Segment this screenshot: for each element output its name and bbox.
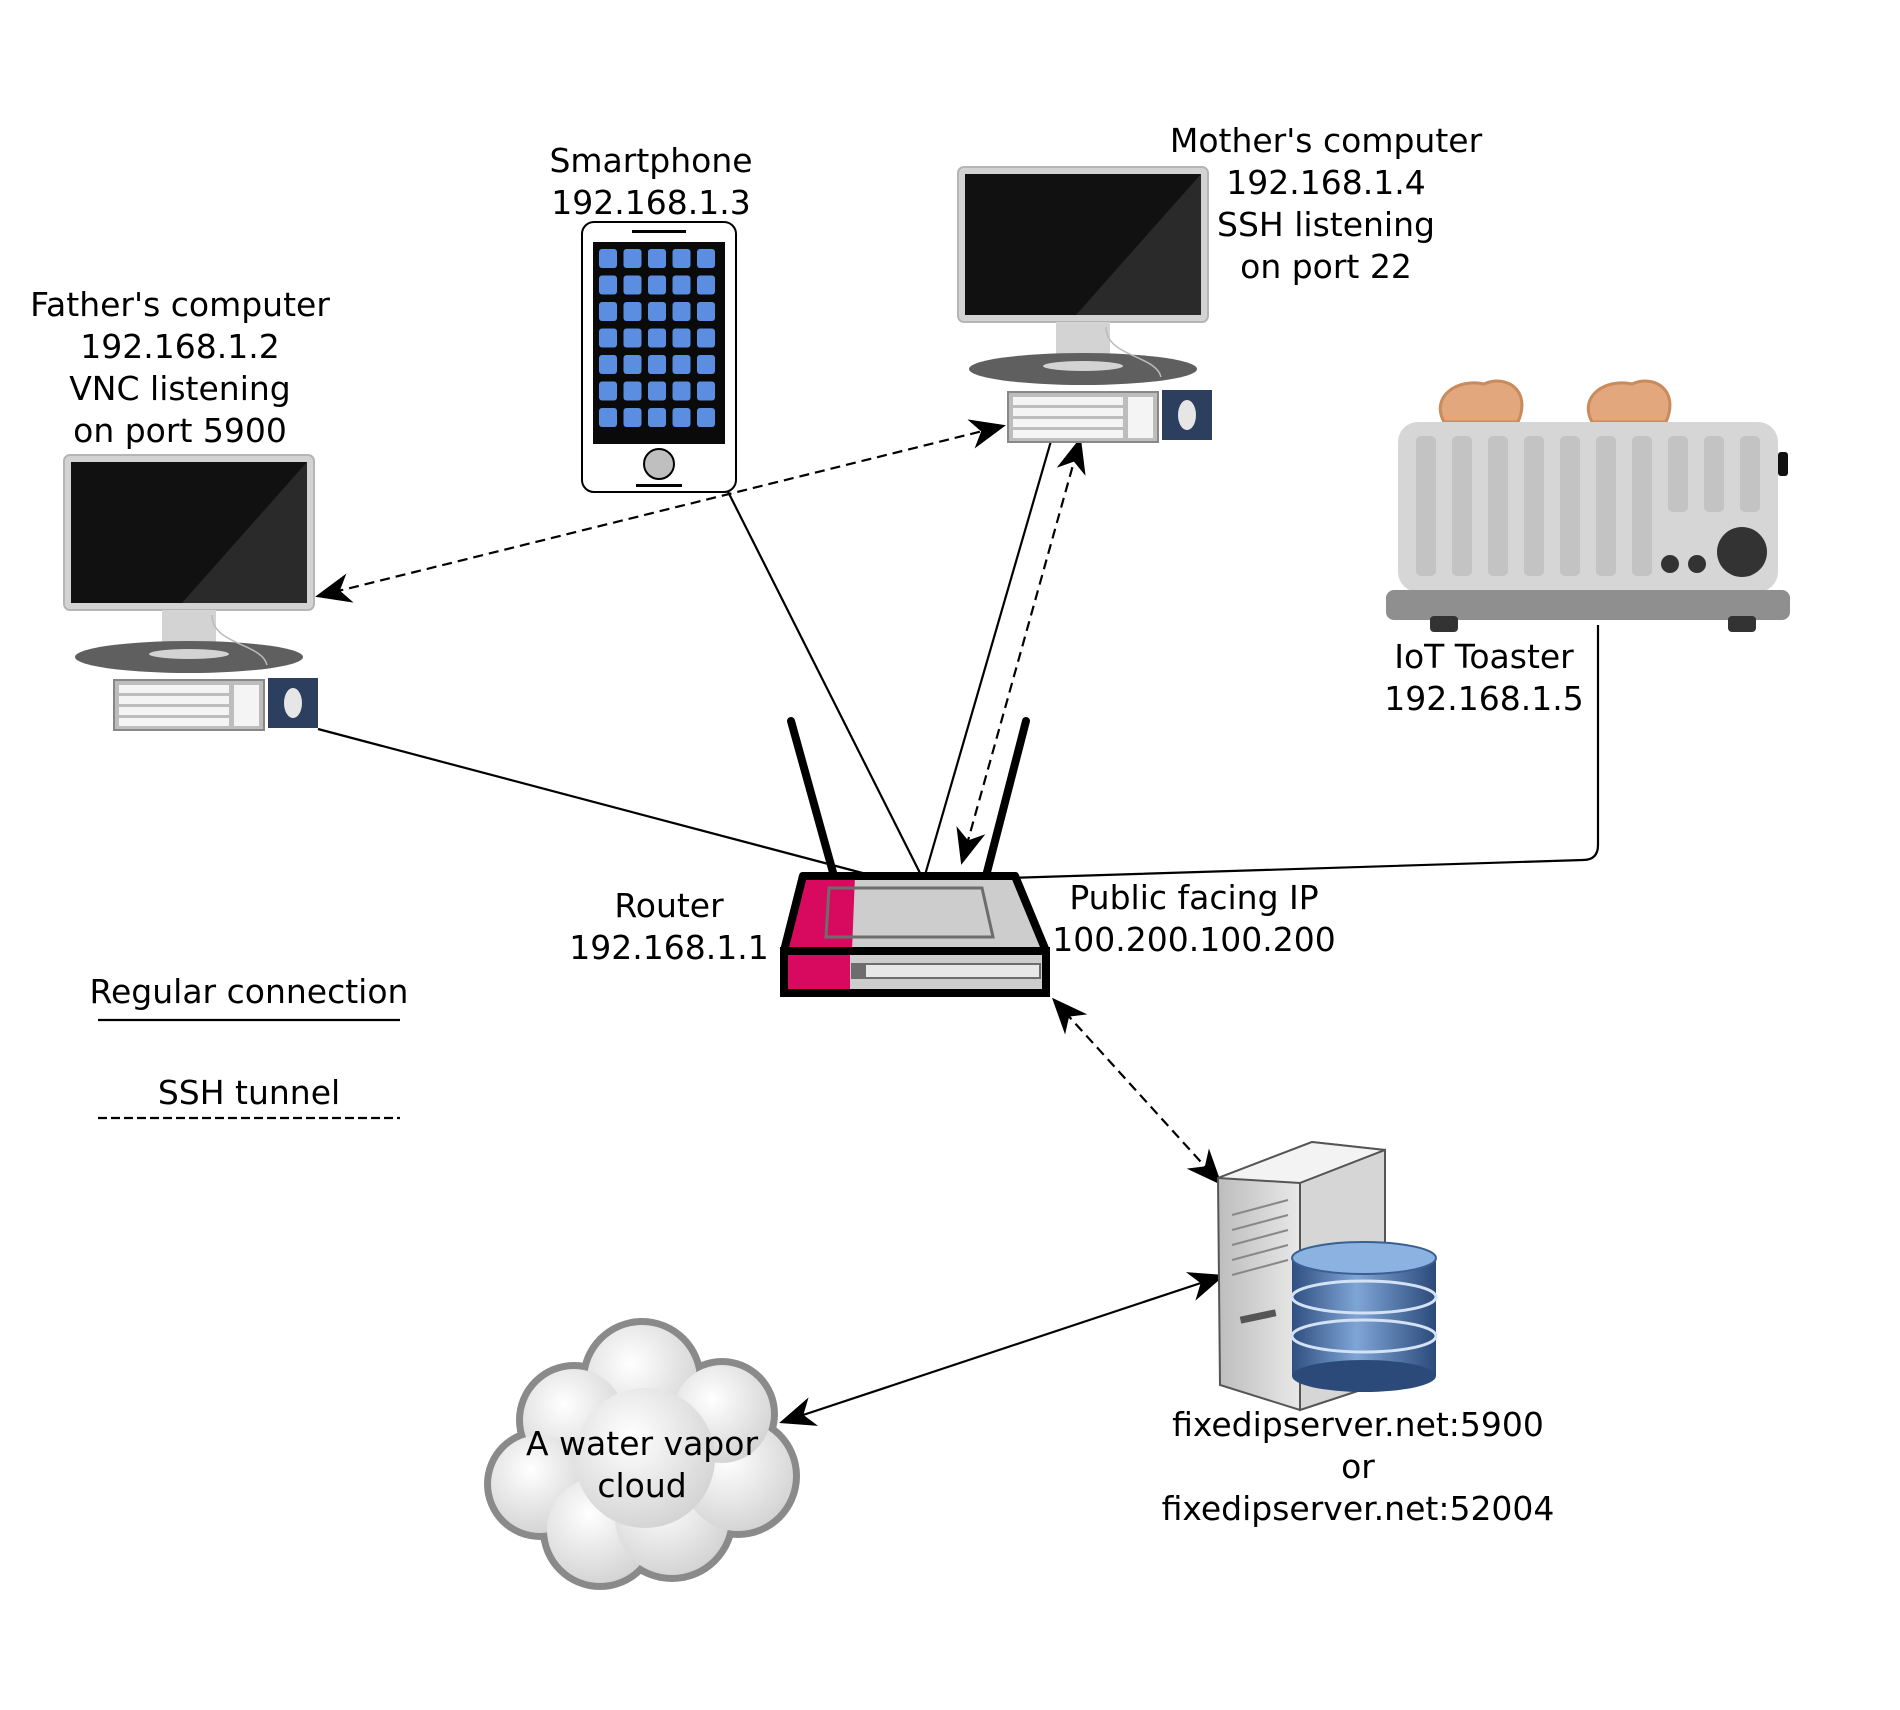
legend-regular-label: Regular connection [90,972,409,1011]
server-database-icon [1216,1140,1438,1412]
father-computer: Father's computer 192.168.1.2 VNC listen… [30,285,330,731]
mother-computer: Mother's computer 192.168.1.4 SSH listen… [957,121,1483,443]
app-tile [648,355,666,374]
phone-label-line2: 192.168.1.3 [551,183,750,222]
app-tile [697,381,715,401]
app-tile [697,275,715,295]
father-label-line2: 192.168.1.2 [80,327,279,366]
toaster-label-line2: 192.168.1.5 [1384,679,1583,718]
router-label-line2: 192.168.1.1 [569,928,768,967]
tunnel-router-mother [956,437,1086,865]
app-tile [623,381,642,401]
tunnel-father-mother [315,419,1006,603]
router-icon [780,717,1050,997]
iot-toaster: IoT Toaster 192.168.1.5 [1384,379,1790,718]
link-father-router [317,727,871,877]
app-tile [672,328,691,348]
father-label-line1: Father's computer [30,285,330,324]
tunnel-router-server [1051,997,1223,1186]
app-tile [648,302,666,321]
public-ip-label: Public facing IP 100.200.100.200 [1052,878,1335,959]
legend-tunnel-label: SSH tunnel [158,1073,340,1112]
app-tile [623,302,642,321]
link-toaster-router [1007,625,1600,880]
app-tile [599,302,617,321]
app-tile [648,275,666,295]
app-tile [648,408,666,427]
app-tile [672,381,691,401]
app-tile [648,381,666,401]
server-label-line2: or [1341,1447,1375,1486]
app-tile [697,408,715,427]
router-label-line1: Router [614,886,724,925]
app-tile [623,408,642,427]
app-tile [697,249,715,268]
app-tile [623,355,642,374]
app-tile [648,249,666,268]
link-mother-router [923,440,1053,876]
desktop-computer-icon [957,166,1212,443]
link-cloud-server [779,1272,1225,1426]
app-tile [599,408,617,427]
app-tile [599,381,617,401]
app-tile [672,275,691,295]
app-tile [697,302,715,321]
cloud-label-line1: A water vapor [526,1424,758,1463]
cloud-label-line2: cloud [597,1466,686,1505]
water-vapor-cloud: A water vapor cloud [484,1318,800,1590]
app-tile [697,328,715,348]
desktop-computer-icon [63,454,318,731]
smartphone: Smartphone 192.168.1.3 [549,141,753,493]
smartphone-icon [581,221,737,493]
app-tile [623,328,642,348]
toaster-icon [1386,379,1790,632]
server-label-line3: fixedipserver.net:52004 [1162,1489,1555,1528]
server: fixedipserver.net:5900 or fixedipserver.… [1162,1140,1555,1528]
app-grid [599,249,715,427]
app-tile [672,302,691,321]
server-label-line1: fixedipserver.net:5900 [1172,1405,1544,1444]
app-tile [599,328,617,348]
mother-label-line1: Mother's computer [1170,121,1483,160]
cloud-icon [484,1318,800,1590]
app-tile [672,249,691,268]
app-tile [623,249,642,268]
legend: Regular connection SSH tunnel [90,972,409,1120]
app-tile [672,355,691,374]
app-tile [599,355,617,374]
app-tile [697,355,715,374]
app-tile [672,408,691,427]
mother-label-line4: on port 22 [1240,247,1412,286]
mother-label-line2: 192.168.1.4 [1226,163,1425,202]
father-label-line4: on port 5900 [73,411,287,450]
app-tile [648,328,666,348]
toaster-label-line1: IoT Toaster [1394,637,1574,676]
router: Router 192.168.1.1 [569,717,1050,997]
phone-label-line1: Smartphone [549,141,752,180]
app-tile [623,275,642,295]
app-tile [599,249,617,268]
public-ip-line2: 100.200.100.200 [1052,920,1335,959]
connections [315,419,1600,1426]
father-label-line3: VNC listening [69,369,291,408]
public-ip-line1: Public facing IP [1069,878,1318,917]
app-tile [599,275,617,295]
mother-label-line3: SSH listening [1217,205,1435,244]
